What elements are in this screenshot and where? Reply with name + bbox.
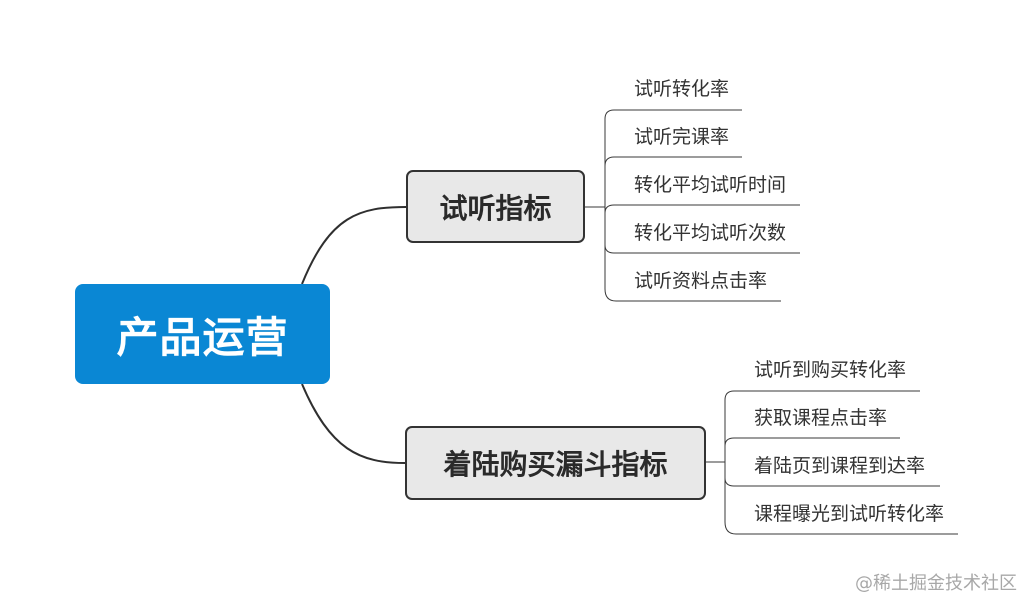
leaf-node[interactable]: 试听转化率	[634, 78, 730, 100]
leaf-underline-1-4	[604, 244, 800, 254]
connector-root-to-branch-2	[301, 383, 406, 464]
leaf-underline-1-3	[604, 204, 800, 214]
leaf-underline-2-2	[724, 437, 900, 447]
leaf-node[interactable]: 获取课程点击率	[754, 407, 888, 429]
watermark: @稀土掘金技术社区	[855, 573, 1017, 594]
leaf-node[interactable]: 试听到购买转化率	[754, 359, 907, 381]
leaf-node[interactable]: 试听资料点击率	[634, 270, 768, 292]
leaf-underline-1-2	[604, 156, 742, 167]
leaf-node[interactable]: 转化平均试听次数	[634, 222, 787, 244]
leaf-node[interactable]: 着陆页到课程到达率	[754, 455, 926, 477]
leaf-node[interactable]: 转化平均试听时间	[634, 174, 787, 196]
leaf-underline-2-3	[724, 477, 940, 487]
branch-label: 着陆购买漏斗指标	[443, 448, 668, 481]
root-node[interactable]: 产品运营	[75, 284, 330, 384]
branch-node-trial-metrics[interactable]: 试听指标	[406, 170, 585, 243]
branch-label: 试听指标	[439, 191, 552, 225]
connector-root-to-branch-1	[301, 206, 407, 285]
branch-node-funnel-metrics[interactable]: 着陆购买漏斗指标	[405, 426, 706, 500]
leaf-node[interactable]: 试听完课率	[634, 126, 730, 148]
leaf-node[interactable]: 课程曝光到试听转化率	[754, 503, 945, 525]
bracket-branch-2	[706, 390, 737, 535]
root-label: 产品运营	[116, 312, 289, 362]
bracket-branch-1	[585, 109, 617, 302]
